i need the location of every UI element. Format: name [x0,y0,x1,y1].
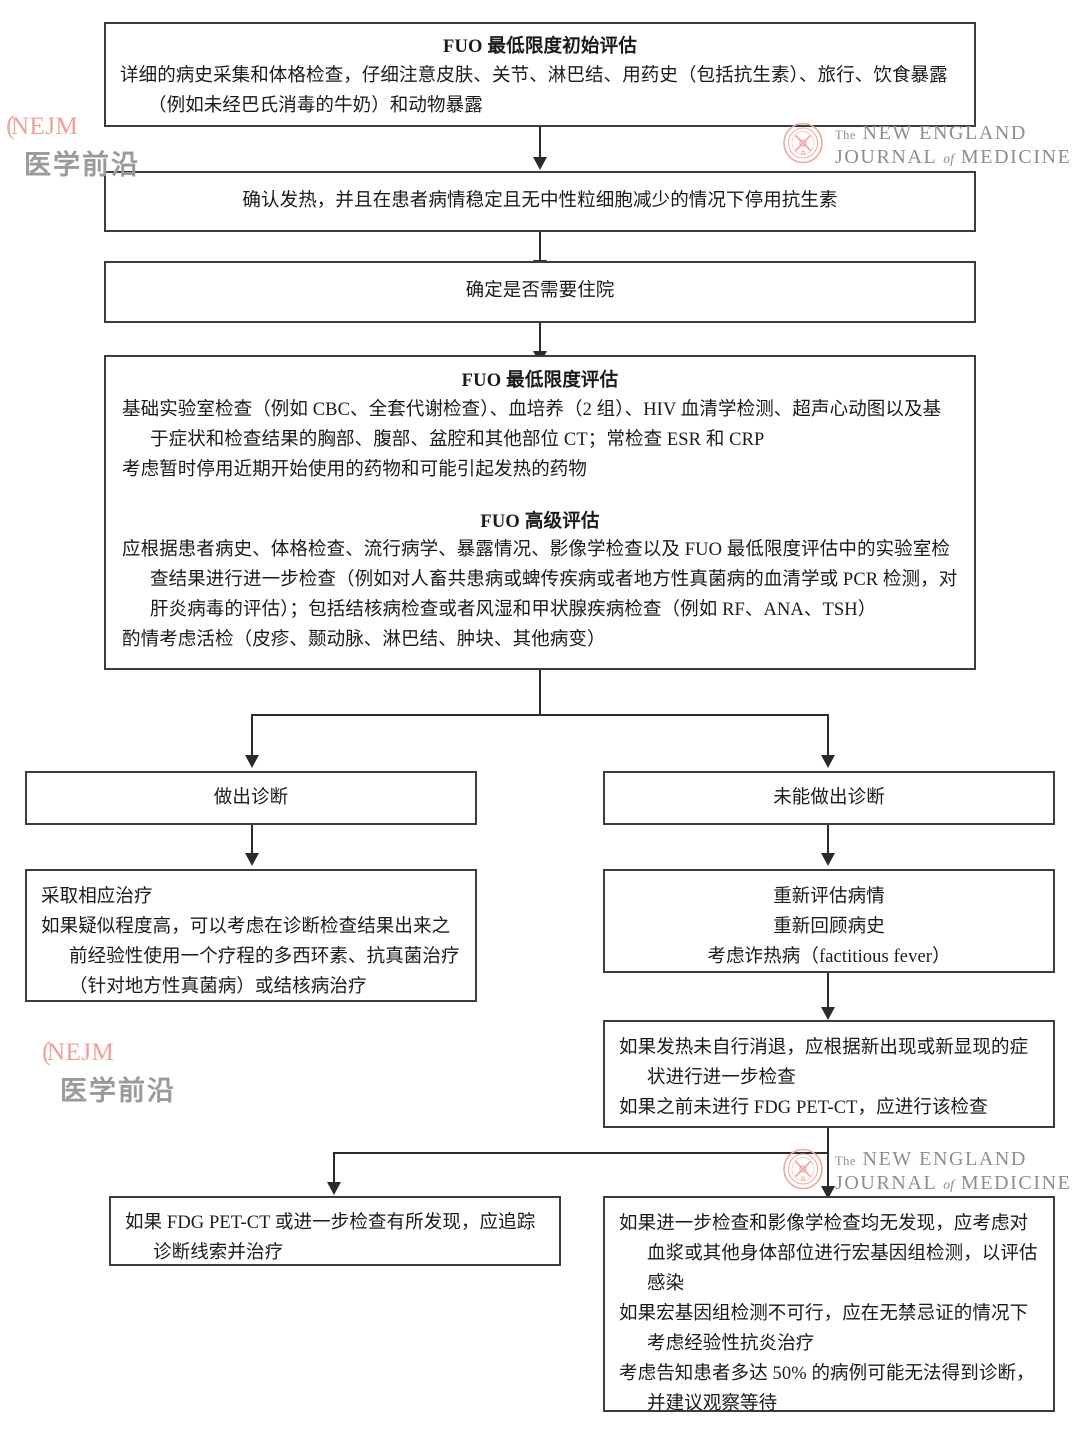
advanced-evaluation-title: FUO 高级评估 [480,511,600,532]
connector-diagnosis-to-treatment [251,825,253,857]
reassess-text-2: 重新回顾病史 [773,916,885,937]
watermark-nejm-subtitle-2: 医学前沿 [60,1076,176,1106]
connector-reassess-to-persistent [827,973,829,1011]
nejm-of: of [943,150,955,166]
arrow-reassess-to-persistent [821,1007,835,1020]
box-diagnosis-made: 做出诊断 [25,771,477,825]
connector-eval-to-diagnosis-right [827,714,829,759]
treat-accordingly-text-2: 如果疑似程度高，可以考虑在诊断检查结果出来之前经验性使用一个疗程的多西环素、抗真… [41,916,460,997]
connector-persistent-stem [827,1128,829,1154]
connector-persistent-to-nofindings [827,1152,829,1190]
arrow-eval-to-diagnosis-left [245,755,259,768]
connector-eval-to-diagnosis-left [251,714,253,759]
watermark-paren-glyph: ( [6,110,15,140]
arrow-persistent-to-nofindings [821,1186,835,1199]
arrow-diagnosis-to-treatment [245,853,259,866]
watermark-paren-glyph-2: ( [42,1036,51,1066]
nejm-of-2: of [943,1176,955,1192]
initial-evaluation-title: FUO 最低限度初始评估 [442,37,638,57]
connector-persistent-to-petct [333,1152,335,1186]
admission-text: 确定是否需要住院 [465,281,615,301]
box-confirm-fever: 确认发热，并且在患者病情稳定且无中性粒细胞减少的情况下停用抗生素 [104,171,976,232]
petct-positive-text: 如果 FDG PET-CT 或进一步检查有所发现，应追踪诊断线索并治疗 [125,1213,536,1263]
box-initial-evaluation: FUO 最低限度初始评估 详细的病史采集和体格检查，仔细注意皮肤、关节、淋巴结、… [104,22,976,127]
no-findings-text-2: 如果宏基因组检测不可行，应在无禁忌证的情况下考虑经验性抗炎治疗 [619,1303,1029,1354]
advanced-evaluation-text-1: 应根据患者病史、体格检查、流行病学、暴露情况、影像学检查以及 FUO 最低限度评… [122,540,958,621]
watermark-nejm-chinese-bottom: ( NEJM 医学前沿 [42,1038,176,1108]
box-minimal-and-advanced-evaluation: FUO 最低限度评估 基础实验室检查（例如 CBC、全套代谢检查）、血培养（2 … [104,355,976,670]
box-treat-accordingly: 采取相应治疗 如果疑似程度高，可以考虑在诊断检查结果出来之前经验性使用一个疗程的… [25,869,477,1002]
confirm-fever-text: 确认发热，并且在患者病情稳定且无中性粒细胞减少的情况下停用抗生素 [242,191,838,211]
nejm-medicine: MEDICINE [960,145,1072,168]
minimal-evaluation-text-1: 基础实验室检查（例如 CBC、全套代谢检查）、血培养（2 组）、HIV 血清学检… [122,399,942,450]
box-admission-decision: 确定是否需要住院 [104,261,976,323]
treat-accordingly-text-1: 采取相应治疗 [41,887,153,907]
connector-eval-split-bar [251,714,829,716]
reassess-text-3: 考虑诈热病（factitious fever） [707,946,951,967]
watermark-nejm-letters: NEJM [11,113,79,140]
arrow-nodiagnosis-to-reassess [821,853,835,866]
nejm-new-england-2: NEW ENGLAND [862,1148,1027,1171]
diagnosis-made-text: 做出诊断 [213,788,289,808]
nejm-english-text-2: The NEW ENGLAND JOURNAL of MEDICINE [835,1148,1071,1194]
nejm-the-2: The [835,1154,856,1169]
nejm-seal-icon-2 [782,1148,824,1195]
box-no-findings: 如果进一步检查和影像学检查均无发现，应考虑对血浆或其他身体部位进行宏基因组检测，… [603,1196,1055,1414]
connector-eval-stem [539,670,541,715]
nejm-medicine-2: MEDICINE [960,1171,1072,1194]
connector-admission-to-minimal [539,323,541,355]
no-findings-text-3: 考虑告知患者多达 50% 的病例可能无法得到诊断，并建议观察等待 [619,1363,1035,1414]
nejm-journal: JOURNAL [835,145,937,168]
connector-nodiagnosis-to-reassess [827,825,829,857]
no-diagnosis-text: 未能做出诊断 [773,788,885,808]
arrow-initial-to-confirm [533,157,547,170]
box-petct-positive: 如果 FDG PET-CT 或进一步检查有所发现，应追踪诊断线索并治疗 [109,1196,561,1266]
no-findings-text-1: 如果进一步检查和影像学检查均无发现，应考虑对血浆或其他身体部位进行宏基因组检测，… [619,1214,1038,1294]
box-persistent-fever: 如果发热未自行消退，应根据新出现或新显现的症状进行进一步检查 如果之前未进行 F… [603,1020,1055,1128]
nejm-line-1-b: The NEW ENGLAND [835,1148,1071,1171]
persistent-fever-text-1: 如果发热未自行消退，应根据新出现或新显现的症状进行进一步检查 [619,1038,1029,1088]
arrow-eval-to-diagnosis-right [821,755,835,768]
minimal-evaluation-text-2: 考虑暂时停用近期开始使用的药物和可能引起发热的药物 [122,459,588,480]
connector-persistent-split-bar [333,1152,829,1154]
nejm-line-2: JOURNAL of MEDICINE [835,146,1071,169]
watermark-nejm-brand-row-2: ( NEJM [42,1036,176,1066]
minimal-evaluation-title: FUO 最低限度评估 [461,371,619,391]
advanced-evaluation-text-2: 酌情考虑活检（皮疹、颞动脉、淋巴结、肿块、其他病变） [122,630,606,651]
persistent-fever-text-2: 如果之前未进行 FDG PET-CT，应进行该检查 [619,1097,988,1118]
arrow-persistent-to-petct [327,1182,341,1195]
nejm-line-2-b: JOURNAL of MEDICINE [835,1172,1071,1195]
nejm-journal-2: JOURNAL [835,1171,937,1194]
watermark-nejm-letters-2: NEJM [47,1039,115,1066]
initial-evaluation-text: 详细的病史采集和体格检查，仔细注意皮肤、关节、淋巴结、用药史（包括抗生素）、旅行… [120,65,948,116]
reassess-text-1: 重新评估病情 [773,887,885,907]
connector-confirm-to-admission [539,232,541,264]
box-no-diagnosis: 未能做出诊断 [603,771,1055,825]
connector-initial-to-confirm [539,127,541,161]
box-reassess: 重新评估病情 重新回顾病史 考虑诈热病（factitious fever） [603,869,1055,973]
